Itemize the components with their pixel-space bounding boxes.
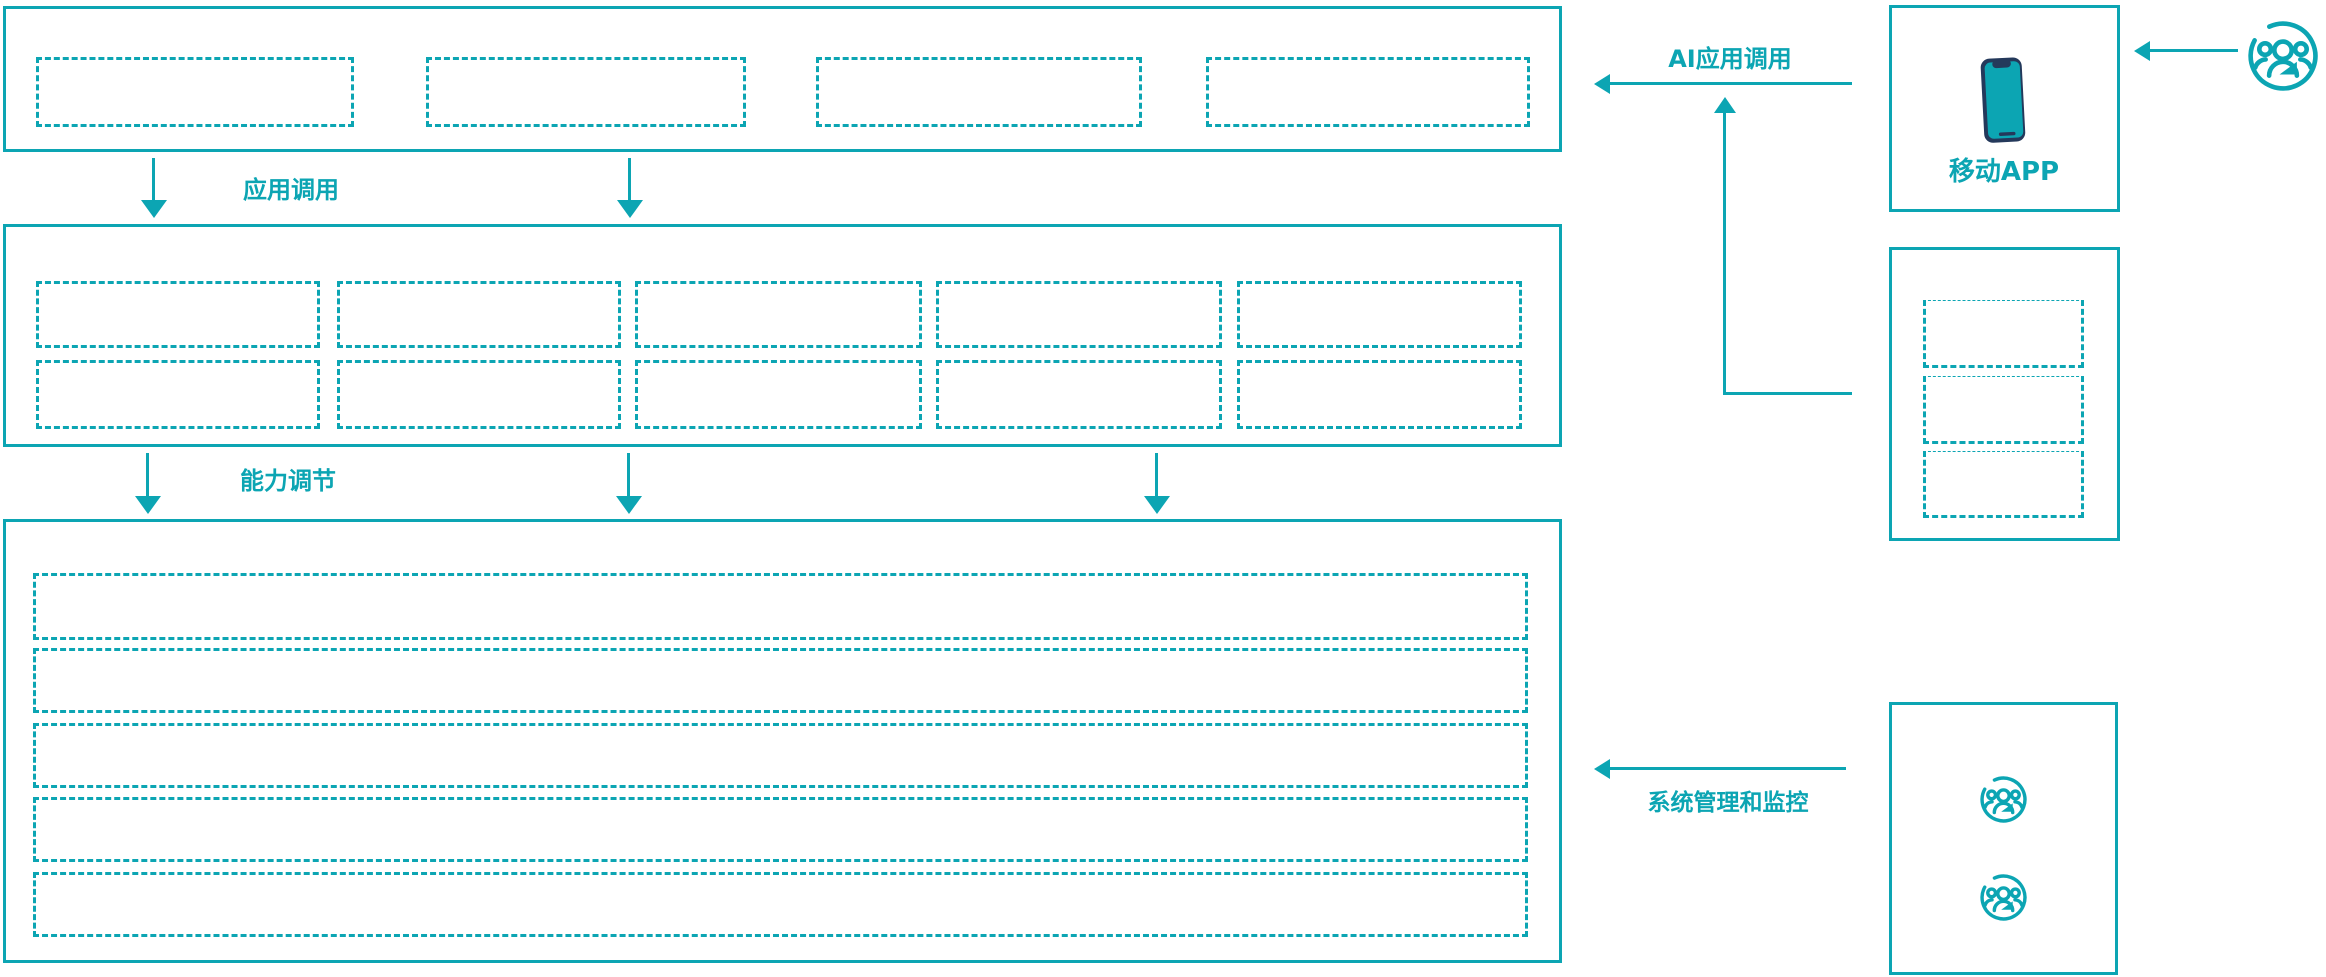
placeholder-row bbox=[33, 872, 1528, 937]
user-group-icon bbox=[1979, 873, 2028, 926]
placeholder-box bbox=[1923, 300, 2084, 368]
capability-arrowhead bbox=[135, 496, 161, 514]
placeholder-box bbox=[1237, 360, 1522, 429]
mobile-app-box bbox=[1889, 5, 2120, 212]
placeholder-box bbox=[36, 360, 320, 429]
ai-app-call-label: AI应用调用 bbox=[1668, 45, 1792, 73]
system-management-label: 系统管理和监控 bbox=[1647, 790, 1809, 816]
user-group-icon bbox=[1979, 775, 2028, 828]
system-mgmt-arrow-line bbox=[1608, 767, 1846, 770]
mobile-app-label: 移动APP bbox=[1948, 157, 2060, 187]
placeholder-box bbox=[936, 360, 1222, 429]
placeholder-box bbox=[1206, 57, 1530, 127]
user-to-app-arrowhead bbox=[2134, 41, 2150, 61]
capability-adjust-label: 能力调节 bbox=[240, 467, 336, 495]
resource-layer-box bbox=[3, 519, 1562, 963]
client-up-arrow-line bbox=[1723, 111, 1726, 395]
placeholder-box bbox=[36, 281, 320, 348]
placeholder-row bbox=[33, 723, 1528, 788]
client-up-arrowhead bbox=[1714, 97, 1736, 113]
capability-arrow-line bbox=[627, 453, 630, 498]
placeholder-box bbox=[635, 360, 922, 429]
placeholder-box bbox=[936, 281, 1222, 348]
user-group-icon bbox=[2246, 19, 2320, 97]
capability-arrow-line bbox=[1155, 453, 1158, 498]
app-call-arrow-line bbox=[152, 158, 155, 202]
app-call-label: 应用调用 bbox=[243, 176, 339, 204]
client-components-box bbox=[1889, 247, 2120, 541]
system-mgmt-arrowhead bbox=[1594, 759, 1610, 779]
capability-arrowhead bbox=[1144, 496, 1170, 514]
placeholder-box bbox=[36, 57, 354, 127]
ai-app-call-arrowhead bbox=[1594, 74, 1610, 94]
placeholder-box bbox=[1237, 281, 1522, 348]
placeholder-row bbox=[33, 573, 1528, 640]
capability-layer-box bbox=[3, 224, 1562, 447]
placeholder-box bbox=[337, 281, 621, 348]
capability-arrowhead bbox=[616, 496, 642, 514]
ai-app-call-arrow-line bbox=[1608, 82, 1852, 85]
placeholder-box bbox=[635, 281, 922, 348]
app-call-arrowhead bbox=[617, 200, 643, 218]
admin-users-box bbox=[1889, 702, 2118, 975]
mobile-phone-icon bbox=[1978, 56, 2030, 150]
placeholder-box bbox=[426, 57, 746, 127]
placeholder-box bbox=[1923, 376, 2084, 444]
client-connector-line bbox=[1724, 392, 1852, 395]
user-to-app-arrow-line bbox=[2148, 49, 2238, 52]
placeholder-box bbox=[337, 360, 621, 429]
capability-arrow-line bbox=[146, 453, 149, 498]
placeholder-row bbox=[33, 797, 1528, 862]
placeholder-box bbox=[1923, 451, 2084, 518]
app-layer-box bbox=[3, 6, 1562, 152]
placeholder-box bbox=[816, 57, 1142, 127]
placeholder-row bbox=[33, 648, 1528, 713]
app-call-arrowhead bbox=[141, 200, 167, 218]
app-call-arrow-line bbox=[628, 158, 631, 202]
